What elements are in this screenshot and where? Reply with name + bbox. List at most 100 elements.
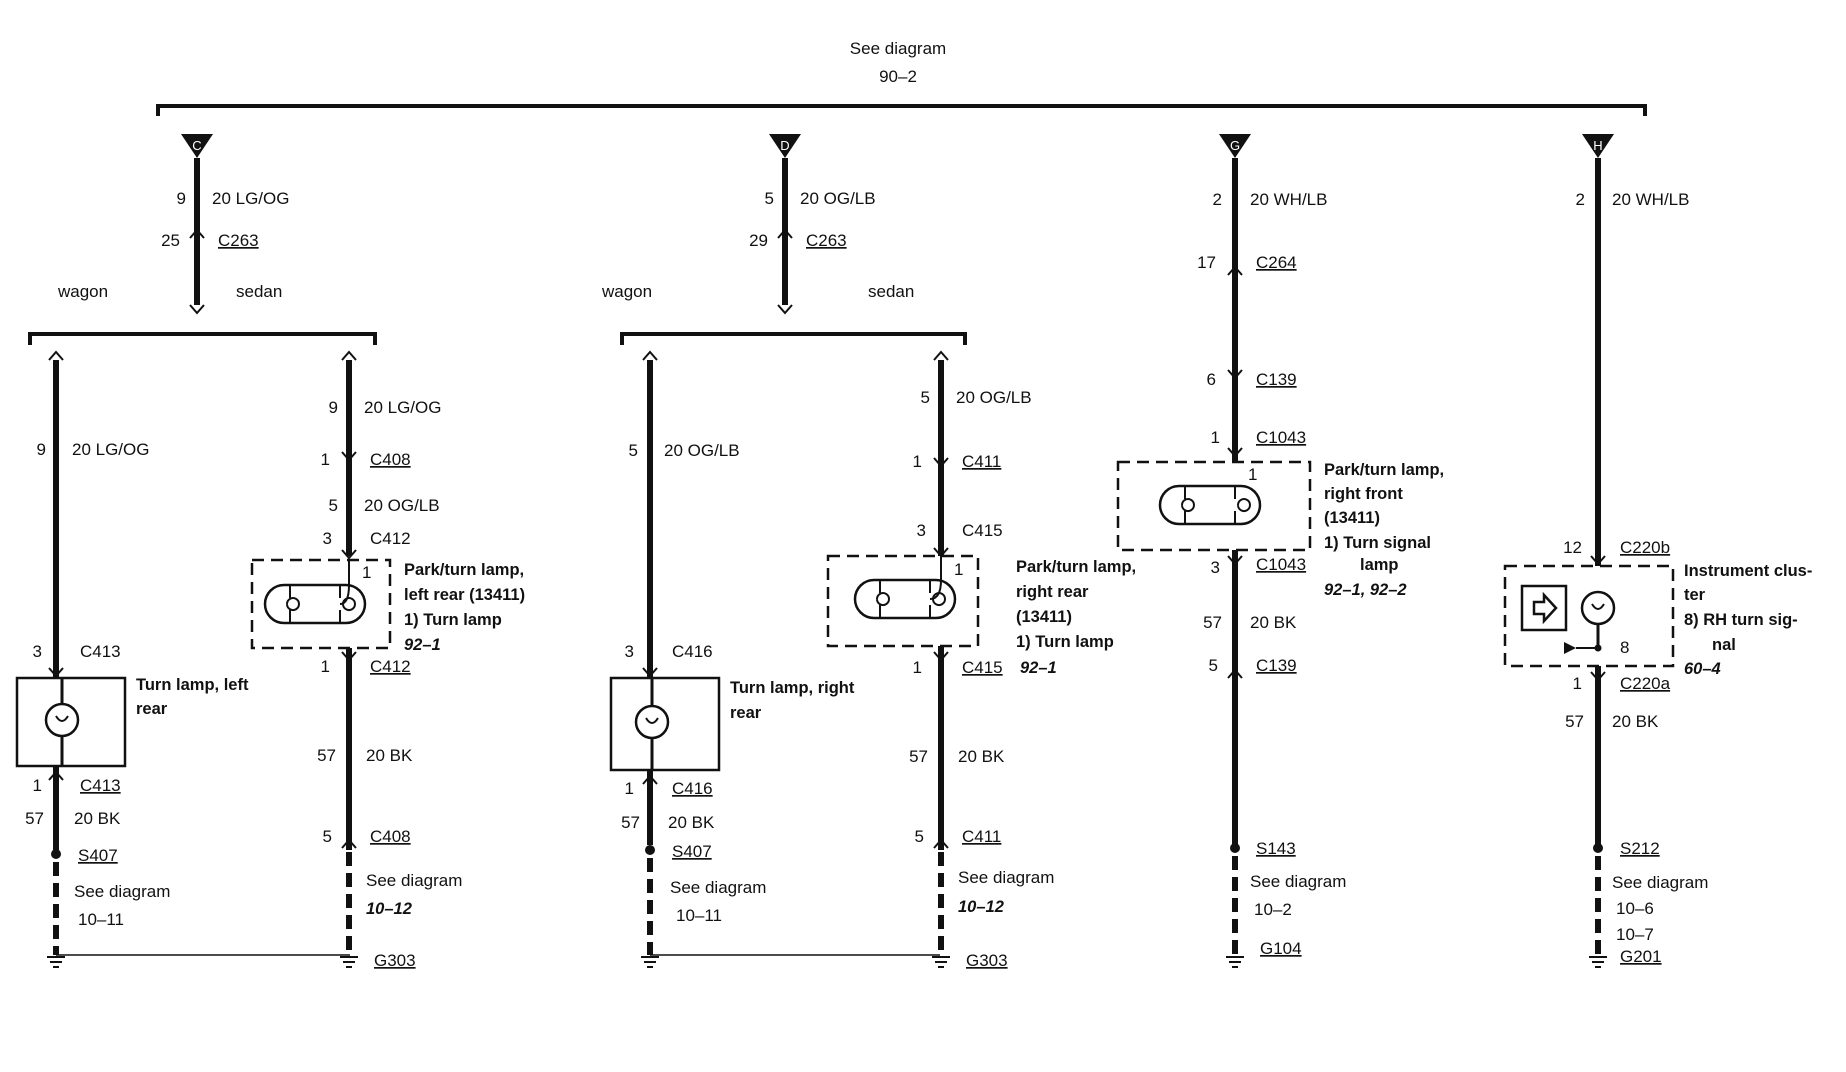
- diagram-label-d-conn: C263: [806, 231, 847, 250]
- diagram-label-g-lamp4: 1) Turn signal: [1324, 534, 1431, 552]
- d-wagon-lamp-box: [609, 676, 721, 772]
- diagram-label-c-conn_pin: 25: [161, 231, 180, 250]
- diagram-label-c-s-lamp3: 1) Turn lamp: [404, 611, 502, 629]
- diagram-label-g-ground: G104: [1260, 939, 1302, 958]
- diagram-label-h-splice: S212: [1620, 839, 1660, 858]
- diagram-label-d-s-c411b_pin: 5: [915, 827, 924, 846]
- diagram-label-c-w-see1: See diagram: [74, 882, 170, 901]
- diagram-label-g-lamp6: 92–1, 92–2: [1324, 581, 1407, 599]
- diagram-label-d-s-see2: 10–12: [958, 898, 1004, 916]
- diagram-label-g-lamp1: Park/turn lamp,: [1324, 461, 1444, 479]
- diagram-label-g-see1: See diagram: [1250, 872, 1346, 891]
- diagram-label-d-s-lamp4: 1) Turn lamp: [1016, 633, 1114, 651]
- marker-c: C: [181, 134, 213, 158]
- diagram-label-g-c139b: C139: [1256, 656, 1297, 675]
- diagram-label-d-s-c411b: C411: [962, 827, 1001, 846]
- section-d: 5 20 OG/LB 29 C263 wagon sedan 5 20 OG/L…: [601, 158, 1136, 970]
- diagram-label-c-pin: 9: [177, 189, 186, 208]
- diagram-label-c-s-ground: G303: [374, 951, 416, 970]
- diagram-label-d-w-c416_top_pin: 3: [625, 642, 634, 661]
- diagram-label-c-w-pin: 9: [37, 440, 46, 459]
- section-g: 2 20 WH/LB 17 C264 6 C139 1 C1043 1 Park…: [1116, 158, 1444, 968]
- diagram-label-g-box_pin: 1: [1248, 465, 1257, 484]
- diagram-label-h-c220b_pin: 12: [1563, 538, 1582, 557]
- diagram-label-d-w-c416: C416: [672, 642, 713, 661]
- diagram-label-d-w-see2: 10–11: [676, 906, 722, 925]
- diagram-label-c-s-c412_pin: 3: [323, 529, 332, 548]
- diagram-label-c-s-c408b: C408: [370, 827, 411, 846]
- diagram-label-h-c220a_pin: 1: [1573, 674, 1582, 693]
- diagram-label-c-s-c408b_pin: 5: [323, 827, 332, 846]
- d-sedan-lamp-box: [826, 554, 980, 648]
- diagram-label-c-w-lamp1: Turn lamp, left: [136, 676, 249, 694]
- diagram-label-c-sedan: sedan: [236, 282, 282, 301]
- diagram-label-c-s-c408_pin: 1: [321, 450, 330, 469]
- diagram-label-c-w-see2: 10–11: [78, 910, 124, 929]
- diagram-label-d-s-c415: C415: [962, 521, 1003, 540]
- diagram-label-d-s-pin: 5: [921, 388, 930, 407]
- d-wagon-branch: 5 20 OG/LB 3 C416 Turn lamp, right rear …: [609, 350, 940, 968]
- diagram-label-c-s-gnd_pin: 57: [317, 746, 336, 765]
- diagram-label-d-s-lamp2: right rear: [1016, 583, 1089, 601]
- diagram-label-d-pin: 5: [765, 189, 774, 208]
- diagram-label-h-c220b: C220b: [1620, 538, 1670, 557]
- diagram-label-d-s-c415_pin: 3: [917, 521, 926, 540]
- diagram-label-h-see2: 10–6: [1616, 899, 1654, 918]
- diagram-label-c-s-c412: C412: [370, 529, 411, 548]
- diagram-label-markers-1: D: [780, 138, 789, 153]
- diagram-label-c-s-see1: See diagram: [366, 871, 462, 890]
- diagram-label-g-wire: 20 WH/LB: [1250, 190, 1327, 209]
- diagram-label-g-c1043b_pin: 3: [1211, 558, 1220, 577]
- diagram-label-d-s-box_pin: 1: [954, 560, 963, 579]
- marker-g: G: [1219, 134, 1251, 158]
- diagram-label-c-s-c412b_pin: 1: [321, 657, 330, 676]
- turn-arrow-icon: [1532, 591, 1558, 625]
- section-h: 2 20 WH/LB 12 C220b 8 Instrument clus- t…: [1503, 158, 1812, 968]
- diagram-label-d-s-c415b: C415: [962, 658, 1003, 677]
- diagram-label-c-s-pin2: 5: [329, 496, 338, 515]
- diagram-label-c-w-gnd_wire: 20 BK: [74, 809, 121, 828]
- diagram-label-c-w-gnd_pin: 57: [25, 809, 44, 828]
- diagram-label-d-conn_pin: 29: [749, 231, 768, 250]
- diagram-label-c-s-c408: C408: [370, 450, 411, 469]
- diagram-label-d-s-gnd_wire: 20 BK: [958, 747, 1005, 766]
- diagram-label-g-pin: 2: [1213, 190, 1222, 209]
- c-sedan-lamp-box: [250, 558, 392, 650]
- diagram-label-c-s-wire: 20 LG/OG: [364, 398, 441, 417]
- diagram-label-h-ic4: nal: [1712, 636, 1736, 654]
- diagram-label-c-w-wire: 20 LG/OG: [72, 440, 149, 459]
- diagram-label-d-s-lamp3: (13411): [1016, 608, 1072, 626]
- diagram-label-d-wire: 20 OG/LB: [800, 189, 876, 208]
- section-c: 9 20 LG/OG 25 C263 wagon sedan 9 20 LG/O…: [15, 158, 525, 970]
- diagram-label-d-w-lamp2: rear: [730, 704, 762, 722]
- diagram-label-h-gnd_pin: 57: [1565, 712, 1584, 731]
- diagram-label-h-box_pin: 8: [1620, 638, 1629, 657]
- diagram-label-g-c1043_pin: 1: [1211, 428, 1220, 447]
- diagram-label-c-wagon: wagon: [57, 282, 108, 301]
- diagram-label-g-c1043b: C1043: [1256, 555, 1306, 574]
- diagram-label-c-s-c412b: C412: [370, 657, 411, 676]
- top-see-diagram-ref: 90–2: [879, 67, 917, 86]
- diagram-label-d-w-see1: See diagram: [670, 878, 766, 897]
- diagram-label-c-s-lamp1: Park/turn lamp,: [404, 561, 524, 579]
- diagram-label-d-s-lamp1: Park/turn lamp,: [1016, 558, 1136, 576]
- diagram-label-d-sedan: sedan: [868, 282, 914, 301]
- diagram-label-h-ic5: 60–4: [1684, 660, 1721, 678]
- diagram-label-g-c139b_pin: 5: [1209, 656, 1218, 675]
- diagram-label-d-s-c411_pin: 1: [913, 452, 922, 471]
- diagram-label-d-s-c411: C411: [962, 452, 1001, 471]
- h-instrument-cluster-box: [1503, 564, 1675, 668]
- top-bus: See diagram 90–2: [156, 39, 1647, 116]
- diagram-label-h-wire: 20 WH/LB: [1612, 190, 1689, 209]
- diagram-label-c-s-pin: 9: [329, 398, 338, 417]
- diagram-label-h-ground: G201: [1620, 947, 1662, 966]
- diagram-label-d-w-wire: 20 OG/LB: [664, 441, 740, 460]
- diagram-label-g-gnd_pin: 57: [1203, 613, 1222, 632]
- diagram-label-g-lamp5: lamp: [1360, 556, 1399, 574]
- diagram-label-c-s-gnd_wire: 20 BK: [366, 746, 413, 765]
- diagram-label-c-w-c413: C413: [80, 642, 121, 661]
- diagram-label-h-ic1: Instrument clus-: [1684, 562, 1812, 580]
- diagram-label-markers-2: G: [1230, 138, 1240, 153]
- diagram-label-c-s-wire2: 20 OG/LB: [364, 496, 440, 515]
- diagram-label-g-c1043: C1043: [1256, 428, 1306, 447]
